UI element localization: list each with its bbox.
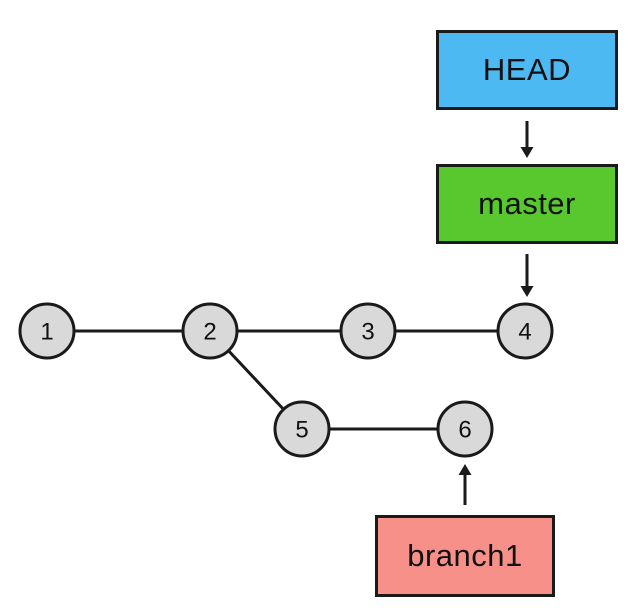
commit-node-5: [273, 400, 331, 458]
master-ref-box: master: [436, 164, 618, 244]
arrow-head-icon-branch1-to-6: [458, 464, 472, 475]
arrow-head-icon-head-to-master: [520, 147, 534, 158]
commit-node-6: [436, 400, 494, 458]
commit-node-3: [339, 302, 397, 360]
commit-node-1: [18, 302, 76, 360]
commit-node-label-2: 2: [203, 319, 216, 346]
head-ref-label: HEAD: [482, 52, 572, 87]
commit-node-label-4: 4: [518, 319, 531, 346]
commit-node-label-1: 1: [40, 319, 53, 346]
head-ref-box: HEAD: [436, 30, 618, 110]
commit-node-4: [496, 302, 554, 360]
arrow-head-icon-master-to-4: [520, 286, 534, 297]
branch1-ref-label: branch1: [407, 538, 523, 573]
master-ref-label: master: [478, 186, 576, 221]
commit-node-label-3: 3: [361, 319, 374, 346]
branch1-ref-box: branch1: [375, 515, 555, 597]
commit-node-label-5: 5: [295, 417, 308, 444]
commit-node-2: [181, 302, 239, 360]
commit-node-label-6: 6: [458, 417, 471, 444]
